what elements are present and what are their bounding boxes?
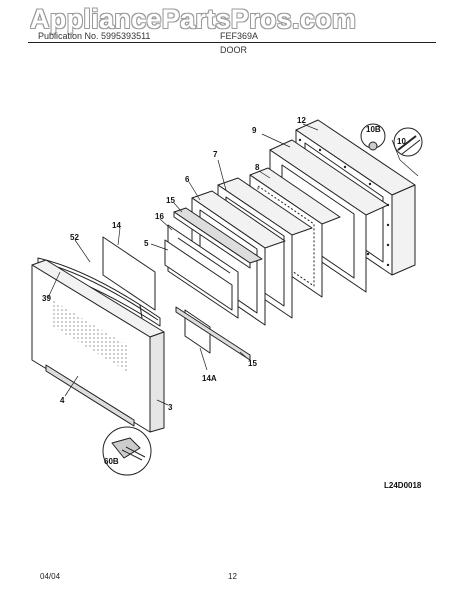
callout-12: 12 [297, 116, 306, 125]
part-3-outer-door-panel [31, 259, 165, 433]
callout-4: 4 [60, 396, 65, 405]
callout-39: 39 [42, 294, 51, 303]
callout-15-bottom: 15 [248, 359, 257, 368]
leader-lines [47, 123, 419, 406]
callout-10b: 10B [366, 125, 381, 134]
callout-14a: 14A [202, 374, 217, 383]
callout-14: 14 [112, 221, 121, 230]
callout-52: 52 [70, 233, 79, 242]
drawing-code: L24D0018 [384, 481, 422, 490]
header-rule [28, 42, 436, 43]
callout-10: 10 [397, 137, 406, 146]
callout-7: 7 [213, 150, 218, 159]
callout-5: 5 [144, 239, 149, 248]
model-number: FEF369A [220, 31, 259, 41]
part-10b-washer [360, 123, 386, 151]
callout-15-top: 15 [166, 196, 175, 205]
part-15-glass-retainer-top [173, 207, 263, 269]
part-14-insulation-panel [102, 236, 156, 311]
section-title: DOOR [220, 45, 247, 55]
callout-8: 8 [255, 163, 260, 172]
part-10-screw [393, 127, 423, 157]
part-60b-screw [102, 426, 152, 476]
callout-16: 16 [155, 212, 164, 221]
watermark-logo: AppliancePartsPros.com [30, 4, 357, 34]
part-15-glass-retainer-bottom [175, 306, 251, 361]
publication-number: Publication No. 5995393511 [38, 31, 151, 41]
footer-date: 04/04 [40, 572, 61, 581]
callout-6: 6 [185, 175, 190, 184]
part-5-outer-glass [164, 239, 233, 311]
footer-page-number: 12 [228, 572, 237, 581]
callout-3: 3 [168, 403, 173, 412]
callout-60b: 60B [104, 457, 119, 466]
callout-9: 9 [252, 126, 257, 135]
